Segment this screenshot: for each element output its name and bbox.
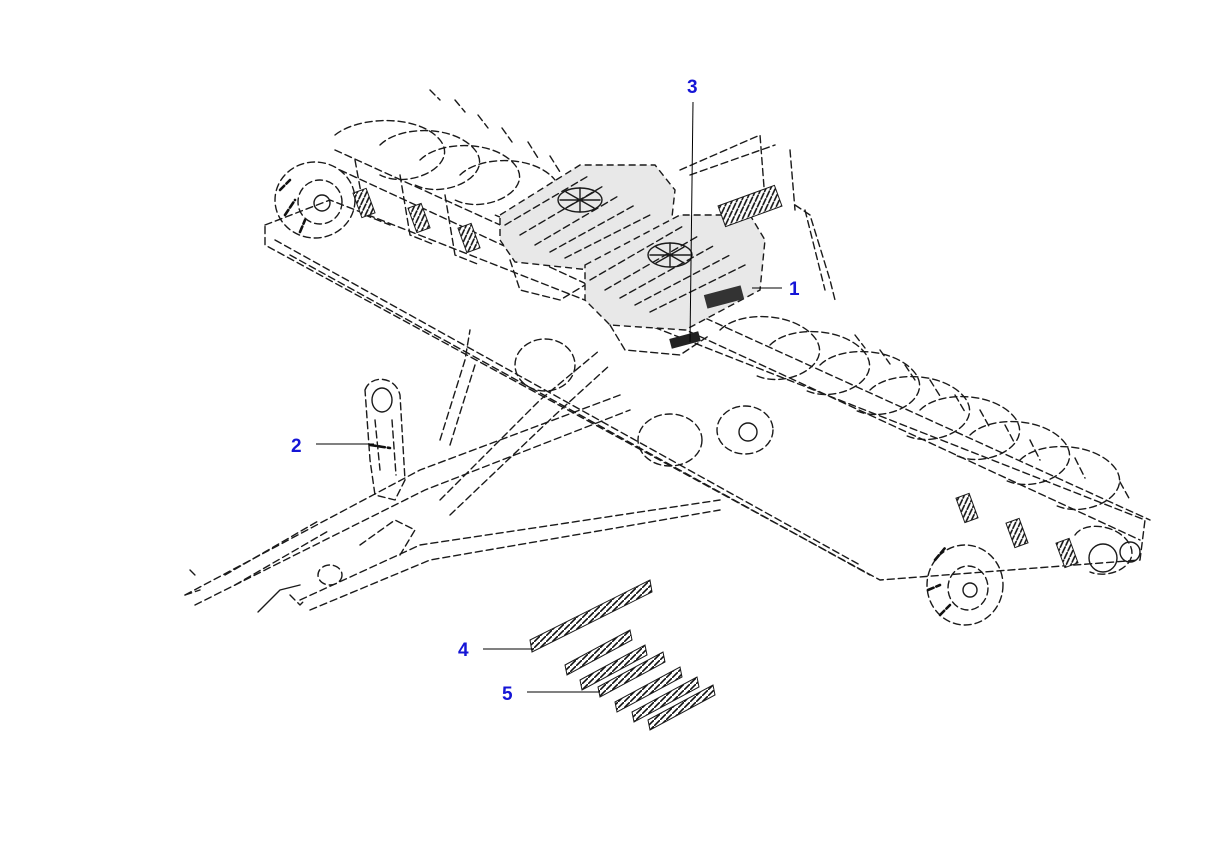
right-wheel [926, 544, 1004, 626]
hitch-tongue [184, 329, 721, 613]
callout-4: 4 [458, 640, 469, 661]
center-wheels [514, 338, 774, 467]
callout-3: 3 [687, 77, 698, 98]
callout-labels: 1 2 3 4 5 [291, 77, 800, 705]
ladder-platform [679, 134, 836, 301]
marker-bar-4 [529, 579, 653, 653]
callout-2: 2 [291, 436, 302, 457]
hitch-mast [364, 378, 406, 501]
leader-lines [316, 101, 782, 693]
callout-1: 1 [789, 279, 800, 300]
hopper-front [584, 214, 766, 356]
callout-5: 5 [502, 684, 513, 705]
row-units-right [719, 315, 1141, 575]
left-wheel [274, 161, 356, 239]
marker-bars-5 [564, 629, 716, 731]
row-units-left [334, 89, 561, 266]
leader-3 [689, 101, 694, 343]
